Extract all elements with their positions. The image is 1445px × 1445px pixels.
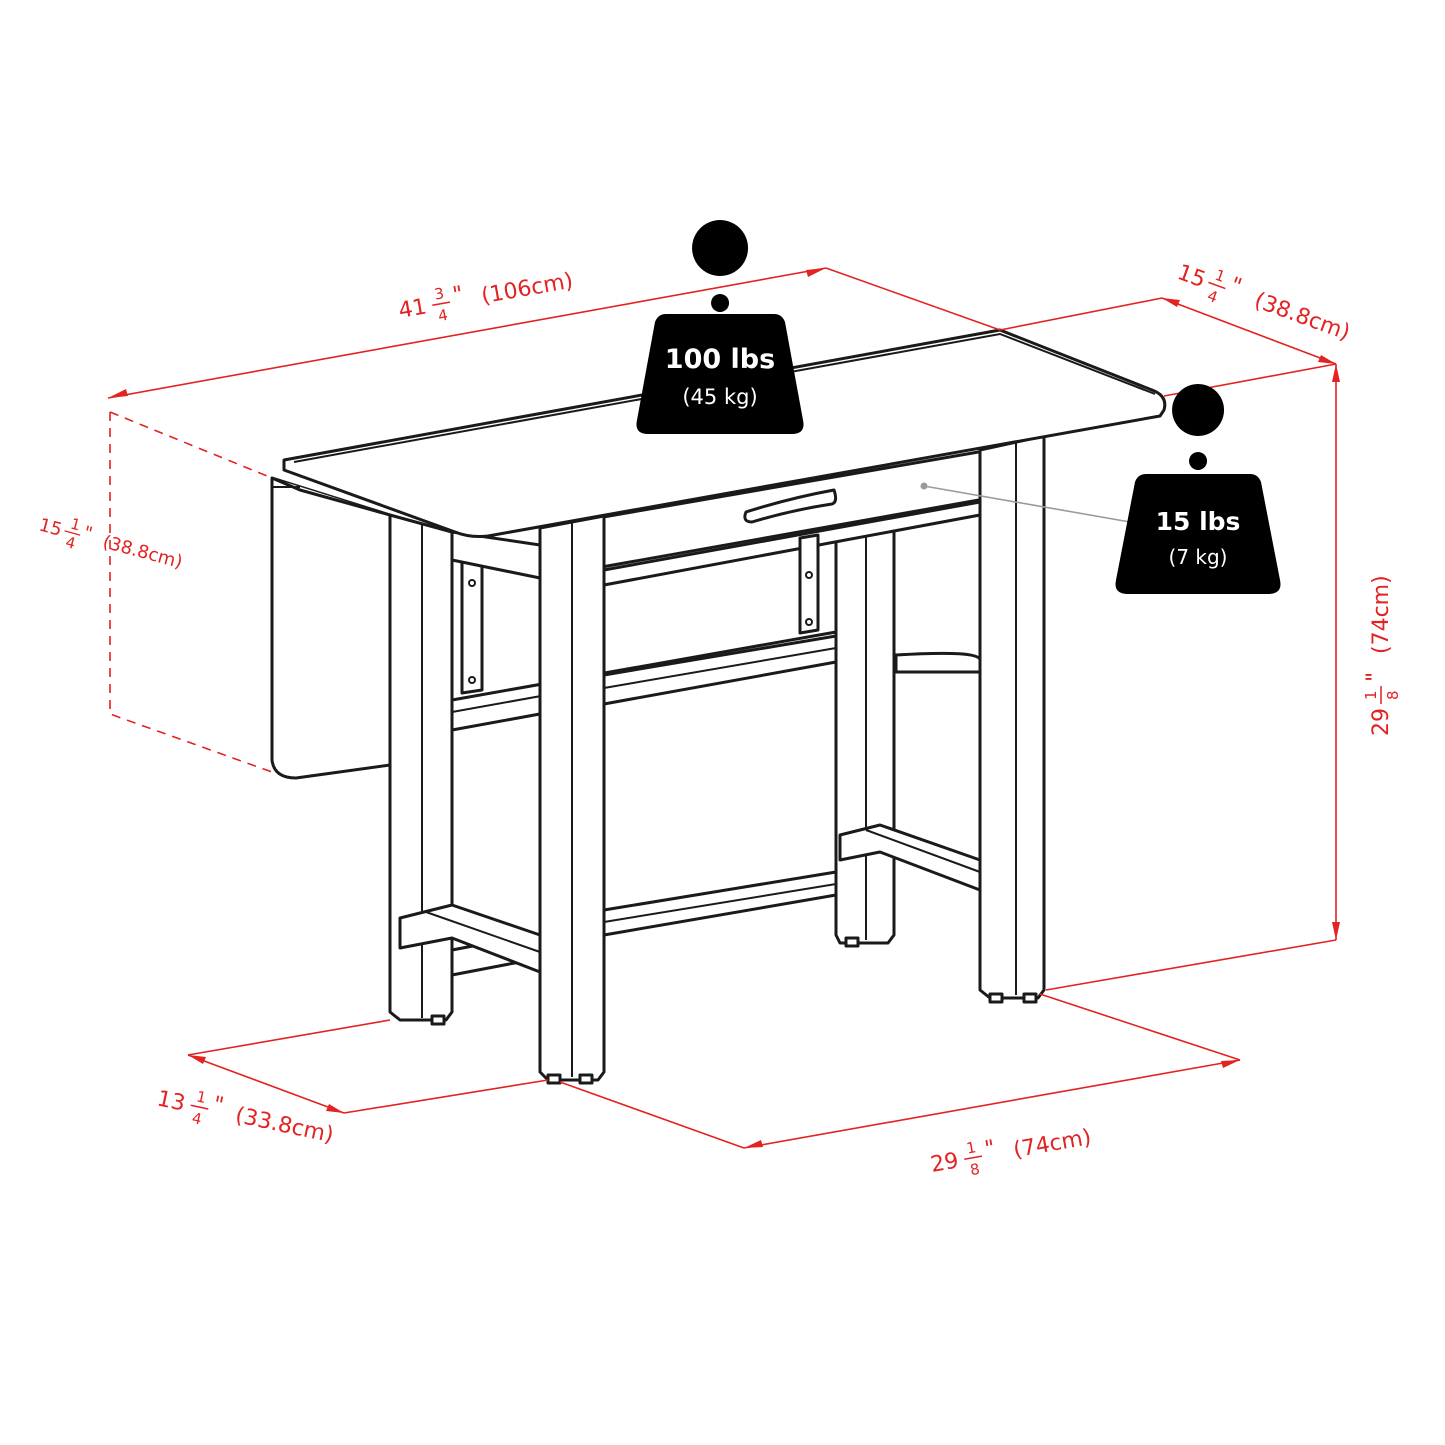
svg-text:": " <box>451 282 465 308</box>
svg-text:3: 3 <box>433 284 446 303</box>
svg-text:": " <box>211 1092 226 1119</box>
svg-text:4: 4 <box>1205 287 1220 307</box>
svg-text:100 lbs: 100 lbs <box>665 344 775 375</box>
svg-text:8: 8 <box>969 1160 982 1179</box>
svg-text:1: 1 <box>1362 690 1380 700</box>
svg-text:(38.8cm): (38.8cm) <box>100 532 184 573</box>
dim-label-depth-top: 15 1 4 " (38.8cm) <box>1174 260 1353 346</box>
svg-text:(45 kg): (45 kg) <box>682 385 757 409</box>
dim-label-length: 41 3 4 " (106cm) <box>397 269 575 326</box>
weight-badge-top: 100 lbs (45 kg) <box>636 220 804 434</box>
svg-text:": " <box>1227 273 1245 300</box>
svg-text:29: 29 <box>1369 708 1394 736</box>
svg-text:(74cm): (74cm) <box>1011 1125 1093 1163</box>
weight-icon <box>1115 384 1281 594</box>
left-side-stretcher <box>398 903 542 974</box>
svg-text:41: 41 <box>397 294 429 323</box>
svg-text:": " <box>1363 672 1388 682</box>
weight-icon <box>636 220 804 434</box>
svg-text:13: 13 <box>155 1086 188 1116</box>
dim-label-base-width: 29 1 8 " (74cm) <box>929 1125 1094 1179</box>
front-right-leg <box>978 434 1046 1000</box>
table-illustration <box>270 328 1167 1085</box>
svg-text:1: 1 <box>1213 266 1228 286</box>
svg-text:15: 15 <box>1174 260 1209 293</box>
svg-text:": " <box>81 522 94 544</box>
svg-text:1: 1 <box>965 1138 978 1157</box>
svg-text:15: 15 <box>37 515 65 541</box>
svg-text:(106cm): (106cm) <box>479 269 575 310</box>
dim-label-leaf: 15 1 4 " (38.8cm) <box>37 515 185 573</box>
svg-text:1: 1 <box>69 515 83 535</box>
weight-badge-drawer: 15 lbs (7 kg) <box>1115 384 1281 594</box>
svg-text:(74cm): (74cm) <box>1369 575 1394 654</box>
svg-text:4: 4 <box>437 306 450 325</box>
svg-text:15 lbs: 15 lbs <box>1156 507 1241 536</box>
svg-text:(7 kg): (7 kg) <box>1169 545 1228 569</box>
dim-label-base-depth: 13 1 4 " (33.8cm) <box>155 1086 336 1148</box>
dimension-lines <box>107 267 1340 1149</box>
svg-text:1: 1 <box>195 1087 208 1107</box>
dim-label-height: 29 1 8 " (74cm) <box>1362 575 1402 736</box>
svg-text:4: 4 <box>64 533 78 553</box>
right-side-stretcher <box>838 823 982 892</box>
svg-text:29: 29 <box>929 1148 961 1177</box>
svg-text:4: 4 <box>190 1109 203 1129</box>
svg-text:": " <box>983 1136 997 1162</box>
drawer-pull <box>743 488 838 524</box>
svg-text:(33.8cm): (33.8cm) <box>233 1103 336 1148</box>
drop-leaf <box>270 476 392 780</box>
svg-text:8: 8 <box>1384 690 1402 700</box>
